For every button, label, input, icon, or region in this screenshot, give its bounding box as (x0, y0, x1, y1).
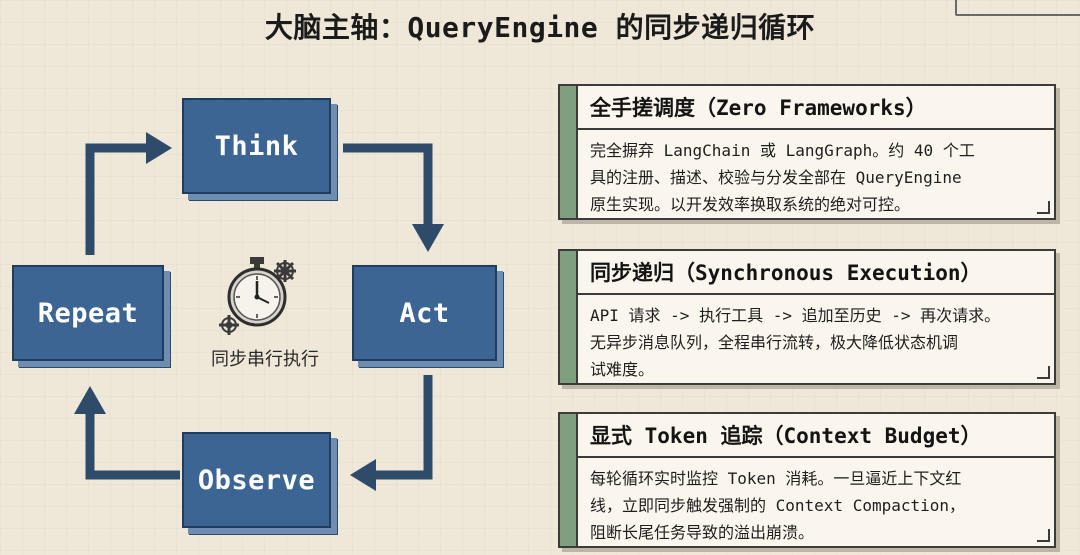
card-line: 原生实现。以开发效率换取系统的绝对可控。 (590, 195, 911, 214)
stopwatch-gears-icon (215, 255, 305, 344)
card-heading: 同步递归（Synchronous Execution） (578, 251, 1054, 295)
corner-frame-decoration (955, 0, 1080, 16)
center-label: 同步串行执行 (211, 349, 319, 370)
card-line: 线，立即同步触发强制的 Context Compaction， (590, 496, 966, 515)
card-body: 每轮循环实时监控 Token 消耗。一旦逼近上下文红 线，立即同步触发强制的 C… (578, 458, 1054, 554)
card-heading: 显式 Token 追踪（Context Budget） (578, 414, 1054, 458)
card-line: 试难度。 (590, 360, 655, 379)
card-line: API 请求 -> 执行工具 -> 追加至历史 -> 再次请求。 (590, 306, 1001, 325)
card-accent-bar (560, 86, 578, 218)
card-line: 阻断长尾任务导致的溢出崩溃。 (590, 523, 815, 542)
arrow-repeat-to-think (85, 143, 150, 255)
card-synchronous-execution: 同步递归（Synchronous Execution） API 请求 -> 执行… (558, 249, 1056, 385)
card-accent-bar (560, 414, 578, 546)
card-zero-frameworks: 全手搓调度（Zero Frameworks） 完全摒弃 LangChain 或 … (558, 84, 1056, 220)
arrowhead-act (412, 224, 444, 252)
card-line: 具的注册、描述、校验与分发全部在 QueryEngine (590, 168, 962, 187)
arrow-observe-to-repeat (85, 410, 180, 480)
card-body: 完全摒弃 LangChain 或 LangGraph。约 40 个工 具的注册、… (578, 130, 1054, 226)
card-line: 完全摒弃 LangChain 或 LangGraph。约 40 个工 (590, 141, 975, 160)
observe-node: Observe (182, 432, 331, 528)
arrow-act-to-observe (372, 375, 433, 480)
card-context-budget: 显式 Token 追踪（Context Budget） 每轮循环实时监控 Tok… (558, 412, 1056, 548)
think-node: Think (182, 98, 331, 194)
arrowhead-observe (350, 459, 376, 491)
act-node: Act (352, 265, 497, 361)
card-heading: 全手搓调度（Zero Frameworks） (578, 86, 1054, 130)
arrowhead-repeat (74, 386, 106, 414)
card-corner-icon (1037, 529, 1050, 542)
arrowhead-think (146, 132, 172, 164)
page-title: 大脑主轴：QueryEngine 的同步递归循环 (264, 11, 816, 44)
card-accent-bar (560, 251, 578, 383)
card-line: 每轮循环实时监控 Token 消耗。一旦逼近上下文红 (590, 469, 962, 488)
card-body: API 请求 -> 执行工具 -> 追加至历史 -> 再次请求。 无异步消息队列… (578, 295, 1054, 391)
card-corner-icon (1037, 366, 1050, 379)
card-line: 无异步消息队列，全程串行流转，极大降低状态机调 (590, 333, 959, 352)
repeat-node: Repeat (12, 265, 164, 361)
arrow-think-to-act (343, 143, 433, 228)
card-corner-icon (1037, 201, 1050, 214)
